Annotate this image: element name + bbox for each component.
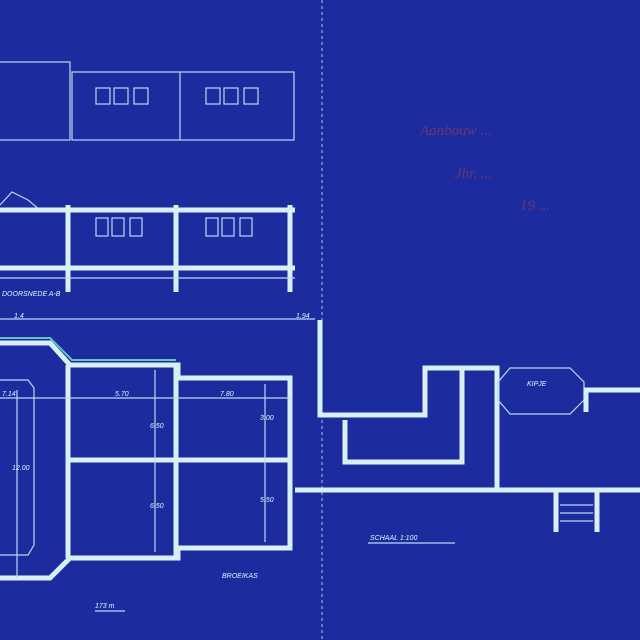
- svg-text:Jhr. ...: Jhr. ...: [455, 166, 492, 182]
- dimension-label: 5.50: [260, 497, 274, 504]
- dimension-label: 5.70: [115, 391, 129, 398]
- dimension-label: 12.00: [12, 465, 30, 472]
- room-label-greenhouse: BROEIKAS: [222, 573, 258, 580]
- dimension-label: 6.50: [150, 503, 164, 510]
- dimension-label: 1.94: [296, 313, 310, 320]
- handwritten-title: Aanbouw ... Jhr. ... 19 ...: [419, 123, 550, 214]
- room-label-small: KIPJE: [527, 381, 547, 388]
- dimension-label: 3.00: [260, 415, 274, 422]
- scale-label: SCHAAL 1:100: [370, 535, 417, 542]
- svg-text:Aanbouw ...: Aanbouw ...: [419, 123, 492, 139]
- area-label: 173 m: [95, 603, 115, 610]
- front-elevation: [0, 61, 295, 141]
- section-view: DOORSNEDE A-B: [0, 191, 295, 298]
- dimension-label: 7.14: [2, 391, 16, 398]
- svg-text:19 ...: 19 ...: [520, 198, 550, 214]
- floor-plan: 7.14 5.70 7.80 6.50 6.50 3.00 5.50 12.00…: [0, 337, 293, 612]
- annex-plan: KIPJE SCHAAL 1:100: [295, 320, 640, 544]
- dimension-label: 6.50: [150, 423, 164, 430]
- section-label: DOORSNEDE A-B: [2, 291, 61, 298]
- dimension-label: 1.4: [14, 313, 24, 320]
- dimension-label: 7.80: [220, 391, 234, 398]
